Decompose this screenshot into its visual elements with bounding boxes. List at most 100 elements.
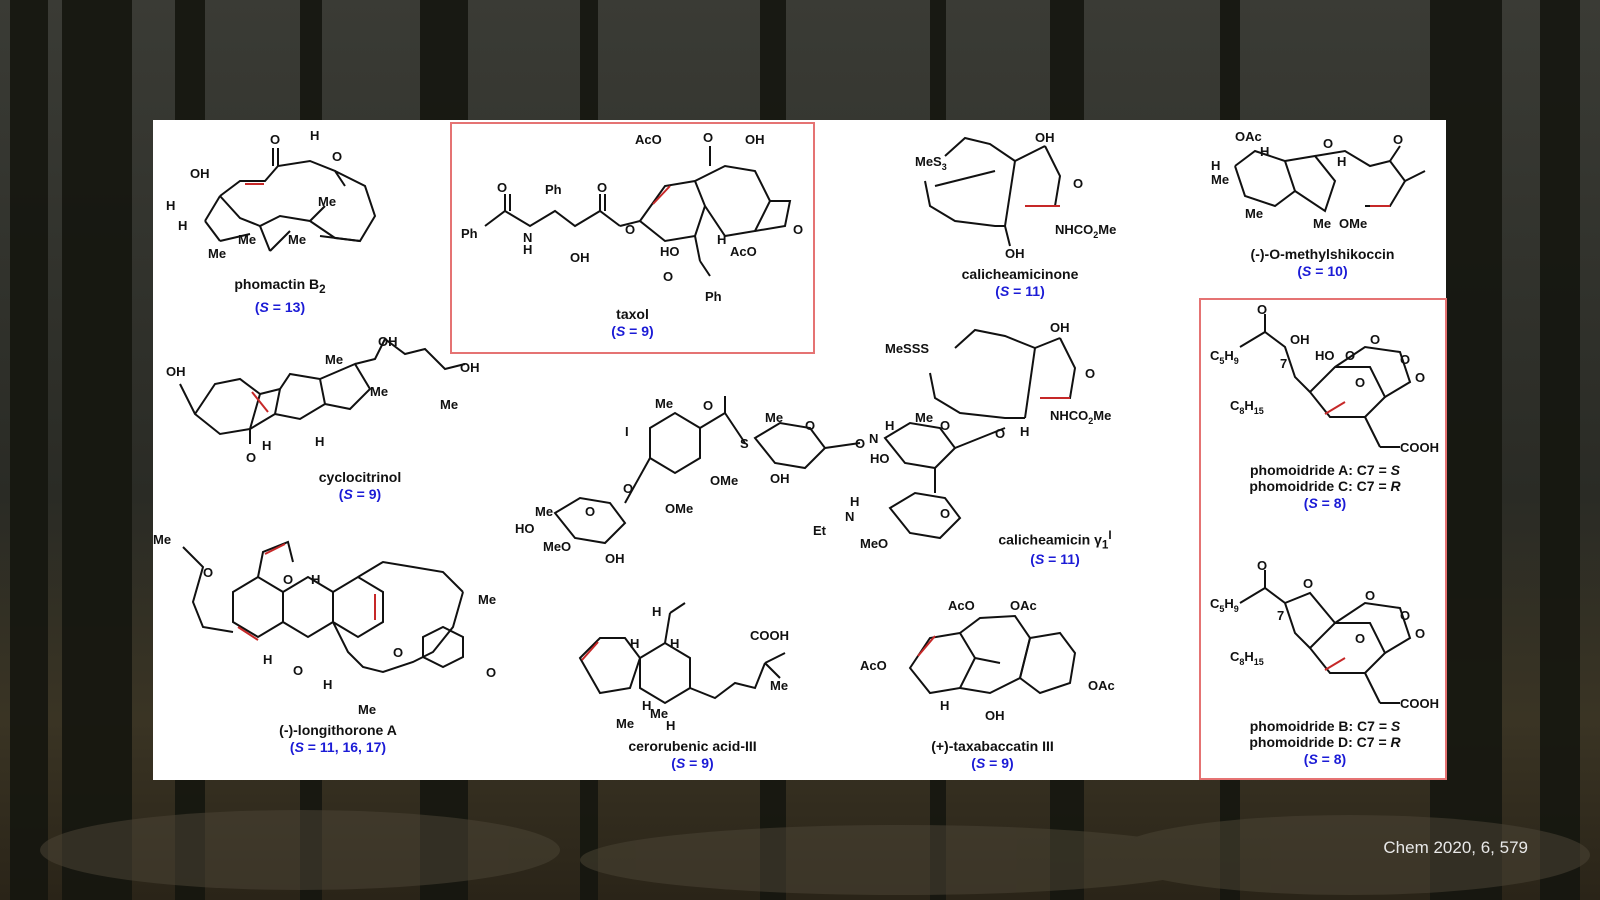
atom-label: O	[855, 436, 865, 451]
s-value: (S = 9)	[611, 323, 654, 339]
atom-label: HO	[515, 521, 535, 536]
atom-label: H	[523, 242, 532, 257]
s-value: (S = 11)	[995, 283, 1045, 299]
atom-label: Me	[318, 194, 336, 209]
atom-label: Me	[915, 410, 933, 425]
atom-label: O	[940, 418, 950, 433]
atom-label: O	[663, 269, 673, 284]
atom-label: O	[1415, 626, 1425, 641]
atom-label: OH	[166, 364, 186, 379]
atom-label: OH	[770, 471, 790, 486]
phomoidride-ac-structure: O C5H9 7 OH HO O O O O O C8H15 COOH	[1210, 302, 1439, 455]
atom-label: Me	[1313, 216, 1331, 231]
atom-label: Me	[616, 716, 634, 731]
atom-label: Ph	[461, 226, 478, 241]
atom-label: HO	[660, 244, 680, 259]
atom-label: H	[652, 604, 661, 619]
atom-label: Me	[650, 706, 668, 721]
molecule-name: phomoidride A: C7 = S	[1250, 462, 1400, 478]
atom-label: C8H15	[1230, 398, 1264, 416]
atom-label: OH	[1005, 246, 1025, 261]
atom-label: H	[178, 218, 187, 233]
molecule-phomoidride-ac: O C5H9 7 OH HO O O O O O C8H15 COOH phom…	[1205, 302, 1445, 512]
molecule-calicheamicinone: MeS3 OH O OH NHCO2Me calicheamicinone (S…	[895, 126, 1145, 300]
atom-label: S	[740, 436, 749, 451]
atom-label: Et	[813, 523, 827, 538]
atom-label: MeO	[860, 536, 888, 551]
taxabaccatin-structure: AcO OAc AcO OAc H OH	[860, 598, 1115, 723]
atom-label: AcO	[948, 598, 975, 613]
atom-label: H	[666, 718, 675, 733]
atom-label: O	[1323, 136, 1333, 151]
atom-label: H	[262, 438, 271, 453]
phomoidride-bd-structure: O C5H9 7 O O O O O C8H15 COOH	[1210, 558, 1439, 711]
molecule-name: phomactin B2	[234, 276, 326, 296]
atom-label: Me	[1211, 172, 1229, 187]
figure-panel	[153, 120, 1446, 780]
atom-label: H	[263, 652, 272, 667]
s-value: (S = 11, 16, 17)	[289, 739, 387, 755]
atom-label: Me	[770, 678, 788, 693]
taxol-structure: AcO O OH O Ph Ph N H OH O O HO H AcO O O…	[461, 130, 803, 304]
s-value: (S = 8)	[1303, 495, 1347, 511]
molecule-name: cerorubenic acid-III	[628, 738, 757, 754]
molecule-longithorone: Me O O H Me H O H O O Me (-)-longithoron…	[153, 532, 523, 756]
atom-label: O	[203, 565, 213, 580]
atom-label: H	[1260, 144, 1269, 159]
atom-label: O	[1365, 588, 1375, 603]
atom-label: O	[1355, 375, 1365, 390]
cyclocitrinol-structure: OH Me OH Me OH Me O H H	[166, 334, 480, 465]
molecule-name: (-)-longithorone A	[279, 722, 397, 738]
atom-label: Me	[153, 532, 171, 547]
atom-label: NHCO2Me	[1050, 408, 1111, 426]
atom-label: H	[940, 698, 949, 713]
atom-label: MeO	[543, 539, 571, 554]
atom-label: H	[311, 572, 320, 587]
atom-label: H	[642, 698, 651, 713]
atom-label: O	[1415, 370, 1425, 385]
atom-label: C5H9	[1210, 348, 1239, 366]
atom-label: O	[623, 481, 633, 496]
atom-label: O	[793, 222, 803, 237]
molecule-name: calicheamicinone	[961, 266, 1079, 282]
molecule-taxol: AcO O OH O Ph Ph N H OH O O HO H AcO O O…	[455, 126, 810, 340]
atom-label: Me	[288, 232, 306, 247]
atom-label: MeSSS	[885, 341, 929, 356]
molecule-name: phomoidride B: C7 = S	[1249, 718, 1401, 734]
atom-label: OH	[378, 334, 398, 349]
atom-label: O	[486, 665, 496, 680]
atom-label: O	[597, 180, 607, 195]
atom-label: OH	[1035, 130, 1055, 145]
molecule-name: phomoidride D: C7 = R	[1249, 734, 1401, 750]
shikoccin-structure: OAc H Me H O H O Me Me OMe	[1211, 129, 1426, 231]
atom-label: Me	[535, 504, 553, 519]
atom-label: H	[310, 128, 319, 143]
atom-label: 7	[1280, 356, 1287, 371]
taxol-highlight-box	[450, 122, 815, 354]
molecule-name: cyclocitrinol	[318, 469, 402, 485]
atom-label: O	[625, 222, 635, 237]
atom-label: O	[703, 398, 713, 413]
phomactin-structure: O H O OH H H Me Me Me Me	[166, 128, 377, 261]
atom-label: O	[1257, 558, 1267, 573]
atom-label: O	[940, 506, 950, 521]
molecule-calicheamicin: MeSSS OH O NHCO2Me H Me O I S Me O O H N…	[515, 318, 1170, 583]
cerorubenic-structure: H COOH H H Me H Me H Me	[578, 602, 789, 733]
atom-label: C8H15	[1230, 649, 1264, 667]
calicheamicinone-structure: MeS3 OH O OH NHCO2Me	[915, 130, 1116, 261]
atom-label: H	[1020, 424, 1029, 439]
atom-label: NHCO2Me	[1055, 222, 1116, 240]
atom-label: O	[497, 180, 507, 195]
atom-label: AcO	[860, 658, 887, 673]
atom-label: Ph	[705, 289, 722, 304]
molecule-name: (-)-O-methylshikoccin	[1250, 246, 1395, 262]
atom-label: Me	[358, 702, 376, 717]
atom-label: O	[1393, 132, 1403, 147]
atom-label: O	[995, 426, 1005, 441]
citation: Chem 2020, 6, 579	[1383, 838, 1528, 857]
atom-label: H	[885, 418, 894, 433]
atom-label: Me	[478, 592, 496, 607]
atom-label: COOH	[1400, 696, 1439, 711]
atom-label: Me	[370, 384, 388, 399]
atom-label: H	[166, 198, 175, 213]
